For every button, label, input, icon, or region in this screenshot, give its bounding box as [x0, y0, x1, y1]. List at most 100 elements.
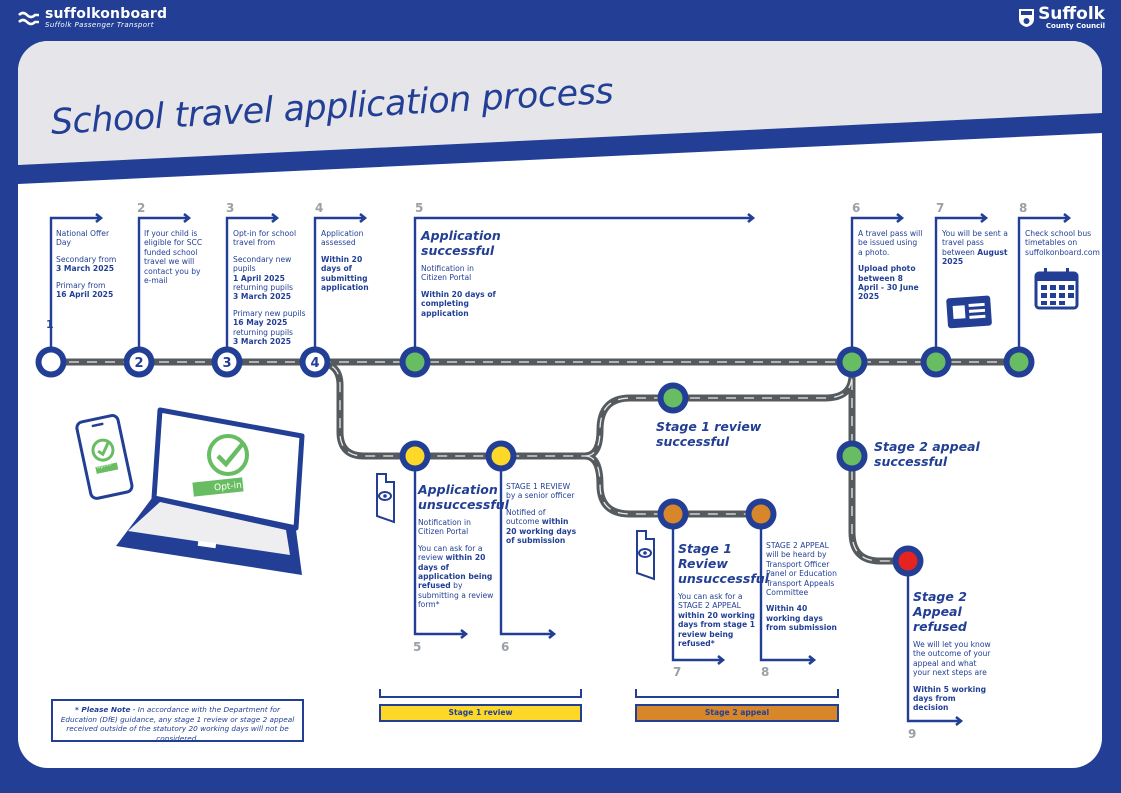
step-6-deadline: Upload photo between 8 April - 30 June 2…	[858, 264, 919, 302]
unsuccessful-intro: Notification in Citizen Portal	[418, 518, 471, 537]
arrow-right-icon	[808, 654, 817, 666]
station-dot	[405, 446, 425, 466]
step-number: 8	[761, 665, 770, 679]
station-dot	[842, 446, 862, 466]
step-3-primary-label: Primary new pupils	[233, 308, 306, 318]
station-stage1-success	[657, 382, 689, 414]
brand-tagline: Suffolk Passenger Transport	[45, 21, 154, 29]
step-3-secondary-returning: 3 March 2025	[233, 292, 292, 302]
station-dot	[217, 352, 237, 372]
stage1-unsuccessful-ask: You can ask for a STAGE 2 APPEAL	[678, 592, 743, 611]
step-7-text: You will be sent a travel pass between A…	[942, 229, 1008, 267]
step-number: 9	[908, 727, 917, 741]
step-number: 8	[1019, 201, 1028, 215]
step-5-text: Application successful Notification in C…	[421, 228, 501, 318]
step-3-intro: Opt-in for school travel from	[233, 229, 297, 248]
stage2-refused-intro: We will let you know the outcome of your…	[913, 640, 991, 678]
step-1-secondary-label: Secondary from	[56, 254, 117, 264]
leader-line	[137, 212, 192, 350]
step-4-deadline: Within 20 days of submitting application	[321, 254, 369, 293]
station-stage1-unsuccessful	[657, 498, 689, 530]
brand-name: suffolkonboard	[45, 6, 168, 22]
council-sub: County Council	[1045, 22, 1105, 30]
unsuccessful-road	[311, 358, 589, 460]
step-1-text: National Offer Day Secondary from 3 Marc…	[56, 229, 126, 299]
step-3-text: Opt-in for school travel from Secondary …	[233, 229, 313, 346]
station-timetables	[1003, 346, 1035, 378]
station-dot	[405, 352, 425, 372]
note-lead: * Please Note	[75, 705, 131, 714]
leader-line	[671, 526, 726, 666]
stage1-review-bar: Stage 1 review	[379, 704, 582, 722]
step-7-intro: You will be sent a travel pass between	[942, 229, 1008, 257]
process-card: School travel application process	[18, 41, 1102, 768]
step-number: 3	[226, 201, 235, 215]
stage1-review-intro: STAGE 1 REVIEW by a senior officer	[506, 482, 575, 501]
step-number: 1	[46, 318, 54, 331]
stage1-unsuccessful-deadline: within 20 working days from stage 1 revi…	[678, 610, 756, 649]
application-successful-heading: Application successful	[421, 228, 501, 258]
stage2-appeal-bar: Stage 2 appeal	[635, 704, 839, 722]
stage1-success-road	[581, 358, 856, 460]
leader-line	[313, 212, 368, 350]
station-stage2-appeal	[745, 498, 777, 530]
step-8-text: Check school bus timetables on suffolkon…	[1025, 229, 1100, 257]
stage1-unsuccessful-heading: Stage 1 Review unsuccessful	[678, 541, 769, 586]
calendar-icon	[1034, 268, 1079, 310]
unsuccessful-ask-deadline: within 20 days of application being refu…	[418, 553, 493, 591]
arrow-right-icon	[1063, 212, 1072, 224]
arrow-right-icon	[747, 212, 756, 224]
stage1-review-text: STAGE 1 REVIEW by a senior officer Notif…	[506, 482, 581, 545]
step-number: 5	[413, 640, 422, 654]
station-stage2-refused	[892, 545, 924, 577]
stage2-refused-text: Stage 2 Appeal refused We will let you k…	[913, 589, 991, 713]
stage2-appeal-deadline: Within 40 working days from submission	[766, 604, 837, 633]
document-eye-icon	[636, 530, 655, 581]
arrow-right-icon	[460, 628, 469, 640]
step-3-returning-label: returning pupils	[233, 283, 294, 293]
station-dot	[491, 446, 511, 466]
waves-logo-icon	[18, 11, 39, 25]
step-3-primary-returning: 3 March 2025	[233, 337, 292, 347]
arrow-right-icon	[548, 628, 557, 640]
station-dot	[842, 352, 862, 372]
step-7-deadline: August 2025	[942, 247, 1008, 267]
suffolk-county-council-logo[interactable]: Suffolk County Council	[1018, 6, 1105, 30]
station-application-unsuccessful	[399, 440, 431, 472]
step-3-primary-new: 16 May 2025	[233, 318, 288, 328]
phone-icon	[75, 414, 134, 500]
step-1-primary-label: Primary from	[56, 280, 106, 290]
leader-line	[759, 526, 817, 666]
station-number: 4	[310, 356, 319, 371]
leader-lines	[49, 212, 1072, 727]
stage1-review-deadline: within 20 working days of submission	[506, 517, 577, 546]
arrow-right-icon	[359, 212, 368, 224]
leader-line	[499, 468, 557, 640]
arrow-right-icon	[183, 212, 192, 224]
leader-line	[850, 212, 905, 350]
station-dot	[663, 504, 683, 524]
stage1-bracket	[379, 689, 582, 698]
step-number: 6	[501, 640, 510, 654]
station-dot	[41, 352, 61, 372]
step-number: 7	[673, 665, 682, 679]
leader-line	[906, 573, 964, 727]
station-dot	[305, 352, 325, 372]
station-travel-pass	[836, 346, 868, 378]
station-dot	[663, 388, 683, 408]
leader-line	[49, 212, 104, 350]
step-1-secondary-date: 3 March 2025	[56, 264, 115, 274]
station-3: 3	[211, 346, 243, 378]
stage2-refused-deadline: Within 5 working days from decision	[913, 684, 987, 713]
step-1-primary-date: 16 April 2025	[56, 290, 114, 300]
arrow-right-icon	[717, 654, 726, 666]
stage1-success-label: Stage 1 review successful	[656, 419, 762, 449]
leader-line	[225, 212, 280, 350]
please-note-box: * Please Note - In accordance with the D…	[51, 699, 304, 743]
station-pass-sent	[920, 346, 952, 378]
arrow-right-icon	[955, 715, 964, 727]
suffolkonboard-logo[interactable]: suffolkonboard Suffolk Passenger Transpo…	[18, 7, 167, 30]
crest-icon	[1019, 9, 1035, 27]
station-application-successful	[399, 346, 431, 378]
